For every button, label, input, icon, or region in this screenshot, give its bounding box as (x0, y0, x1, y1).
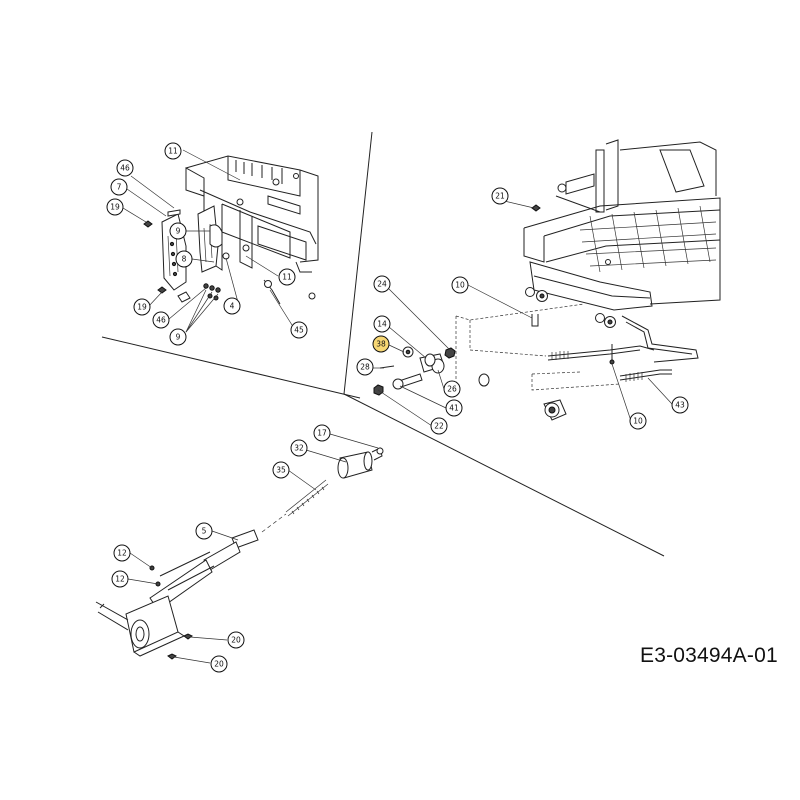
seat-frame-assembly (185, 155, 319, 300)
callout-43: 43 (675, 401, 685, 410)
callout-24: 24 (377, 280, 387, 289)
callouts-topleft: 46 11 7 19 9 8 11 19 46 4 9 45 (106, 142, 308, 346)
callout-12b: 12 (115, 575, 125, 584)
dashed-assembly-lines (455, 303, 621, 391)
leaders-right (372, 199, 673, 427)
callout-5: 5 (202, 527, 207, 536)
callout-9b: 9 (176, 333, 181, 342)
platform-assembly (523, 139, 721, 328)
callout-4: 4 (230, 302, 235, 311)
callout-41: 41 (449, 404, 459, 413)
callout-8: 8 (182, 255, 187, 264)
view-separators (101, 131, 665, 557)
callout-20b: 20 (214, 660, 224, 669)
callout-46: 46 (120, 164, 130, 173)
callout-12: 12 (117, 549, 127, 558)
callout-7: 7 (117, 183, 122, 192)
callout-10b: 10 (633, 417, 643, 426)
adjust-plates (161, 205, 223, 291)
leaders-topleft (122, 149, 293, 333)
callout-35: 35 (276, 466, 286, 475)
callout-21: 21 (495, 192, 505, 201)
callout-38-highlighted: 38 (376, 340, 386, 349)
callout-19: 19 (110, 203, 120, 212)
small-hardware-topleft (143, 209, 281, 305)
callout-26: 26 (447, 385, 457, 394)
leaders-bottom (127, 433, 379, 664)
pivot-parts-right (373, 204, 567, 421)
callouts-bottom: 17 32 35 5 12 12 20 20 (111, 424, 331, 673)
callout-11: 11 (168, 147, 178, 156)
drawing-code-label: E3-03494A-01 (640, 644, 778, 667)
callout-14: 14 (377, 320, 387, 329)
callout-45: 45 (294, 326, 304, 335)
callout-22: 22 (434, 422, 444, 431)
callout-11b: 11 (282, 273, 292, 282)
callout-10: 10 (455, 281, 465, 290)
lift-lever-assembly (95, 447, 384, 660)
callouts-right: 21 24 10 14 38 28 26 41 22 43 10 (356, 187, 689, 435)
callout-19b: 19 (137, 303, 147, 312)
callout-9: 9 (176, 227, 181, 236)
callout-46b: 46 (156, 316, 166, 325)
callout-32: 32 (294, 444, 304, 453)
callout-17: 17 (317, 429, 327, 438)
control-rods-right (547, 315, 699, 382)
callout-28: 28 (360, 363, 370, 372)
callout-20: 20 (231, 636, 241, 645)
